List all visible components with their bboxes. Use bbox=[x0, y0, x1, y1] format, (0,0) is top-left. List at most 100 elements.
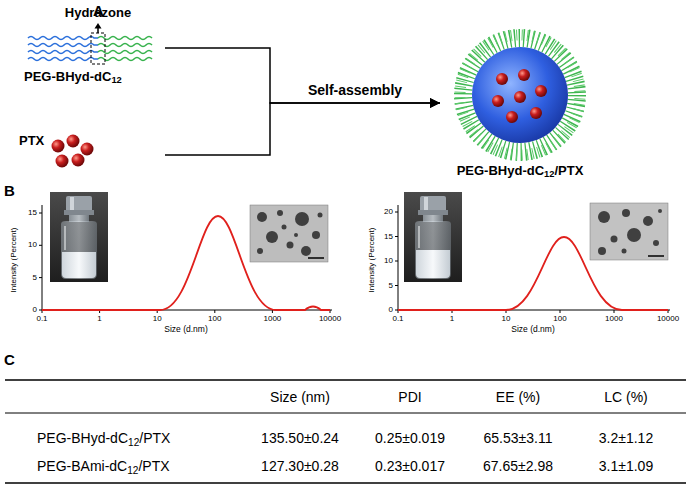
tick bbox=[395, 261, 398, 262]
peg-chain bbox=[28, 44, 98, 47]
micelle-name: PEG-BHyd-dC12/PTX bbox=[457, 164, 584, 178]
tick-label: 1000 bbox=[263, 315, 281, 324]
ptx-dot bbox=[72, 154, 85, 167]
ptx-dot bbox=[514, 91, 526, 103]
text-run: PEG-BHyd-dC bbox=[37, 430, 128, 446]
lipid-chain bbox=[98, 44, 152, 47]
micelle-core bbox=[472, 47, 568, 143]
pointer-arrowhead bbox=[95, 23, 102, 29]
table-header: PDI bbox=[398, 390, 421, 405]
tick bbox=[395, 236, 398, 237]
tick-label: 10 bbox=[28, 241, 37, 250]
lipid-chain bbox=[98, 51, 152, 54]
text-run: /PTX bbox=[138, 458, 169, 474]
tick-label: 10000 bbox=[319, 315, 341, 324]
tick-label: 10 bbox=[384, 257, 393, 266]
text-run: PEG-BHyd-dC bbox=[457, 163, 544, 178]
peg-chain bbox=[28, 51, 98, 54]
tick-label: 0.1 bbox=[392, 315, 403, 324]
ptx-dot bbox=[81, 143, 94, 156]
subscript: 12 bbox=[111, 75, 121, 85]
polymer-name: PEG-BHyd-dC12 bbox=[24, 70, 122, 84]
tick-label: 0 bbox=[33, 306, 37, 315]
text-run: PEG-BAmi-dC bbox=[37, 458, 127, 474]
figure-node: PEG-BHyd-dC12/PTX bbox=[440, 28, 600, 178]
table-cell: 135.50±0.24 bbox=[261, 431, 339, 446]
table-header: LC (%) bbox=[604, 390, 648, 405]
ptx-dot bbox=[530, 107, 542, 119]
polymer-illustration bbox=[28, 23, 152, 64]
text-run: /PTX bbox=[139, 430, 170, 446]
peg-corona bbox=[460, 35, 580, 155]
table-cell: 127.30±0.28 bbox=[261, 459, 339, 474]
table-cell: 3.1±1.09 bbox=[599, 459, 653, 474]
tick bbox=[39, 245, 42, 246]
merge-arrow bbox=[165, 48, 440, 103]
tick bbox=[395, 285, 398, 286]
table-rules bbox=[5, 380, 686, 483]
tick-label: 10000 bbox=[657, 315, 679, 324]
tick-label: 15 bbox=[28, 209, 37, 218]
axis-title: Intensity (Percent) bbox=[10, 228, 19, 293]
figure-node: PTX bbox=[15, 128, 165, 182]
edge-label: Self-assembly bbox=[306, 83, 404, 98]
subscript: 12 bbox=[128, 437, 139, 448]
ptx-dot bbox=[56, 155, 69, 168]
ptx-dot bbox=[492, 95, 504, 107]
ptx-dot bbox=[52, 140, 65, 153]
tick-label: 20 bbox=[384, 208, 393, 217]
vial-photo bbox=[404, 192, 462, 282]
dls-chart bbox=[39, 205, 332, 313]
tick bbox=[395, 212, 398, 213]
ptx-dot bbox=[506, 111, 518, 123]
tick-label: 15 bbox=[384, 232, 393, 241]
ptx-dot bbox=[496, 73, 508, 85]
axis-title: Size (d.nm) bbox=[511, 325, 554, 334]
nanoparticle bbox=[460, 35, 580, 155]
lipid-chain bbox=[98, 37, 152, 40]
tick bbox=[214, 310, 215, 313]
tick-label: 100 bbox=[553, 315, 566, 324]
ptx-dot bbox=[67, 135, 80, 148]
tick-label: 5 bbox=[33, 273, 37, 282]
axis-title: Intensity (Percent) bbox=[368, 228, 377, 293]
panel-letter: A bbox=[93, 3, 104, 20]
axis-title: Size (d.nm) bbox=[164, 325, 207, 334]
tick-label: 5 bbox=[389, 281, 393, 290]
tick-label: 1 bbox=[97, 315, 101, 324]
subscript: 12 bbox=[127, 465, 138, 476]
table-cell: 67.65±2.98 bbox=[483, 459, 553, 474]
text-run: PTX bbox=[19, 133, 44, 148]
tick-label: 1 bbox=[450, 315, 454, 324]
text-run: PEG-BHyd-dC bbox=[24, 69, 111, 84]
table-header: Size (nm) bbox=[270, 390, 330, 405]
panel-letter: C bbox=[4, 352, 15, 369]
tick-label: 0.1 bbox=[36, 315, 47, 324]
ptx-dot bbox=[518, 69, 530, 81]
tick-label: 10 bbox=[502, 315, 511, 324]
tick bbox=[560, 310, 561, 313]
tick-label: 1000 bbox=[605, 315, 623, 324]
tick-label: 0 bbox=[389, 306, 393, 315]
subscript: 12 bbox=[544, 169, 554, 179]
table-cell: 3.2±1.12 bbox=[599, 431, 653, 446]
table-header: EE (%) bbox=[496, 390, 540, 405]
table-row-header: PEG-BHyd-dC12/PTX bbox=[37, 431, 170, 446]
table-cell: 65.53±3.11 bbox=[484, 431, 553, 446]
ptx-dot bbox=[535, 85, 547, 97]
peg-chain bbox=[28, 37, 98, 40]
drug-name: PTX bbox=[19, 134, 44, 148]
table-cell: 0.23±0.017 bbox=[375, 459, 445, 474]
tick bbox=[39, 277, 42, 278]
text-run: /PTX bbox=[554, 163, 583, 178]
tick bbox=[39, 213, 42, 214]
tem-image bbox=[590, 203, 668, 260]
tick-label: 10 bbox=[153, 315, 162, 324]
ptx-molecules bbox=[52, 135, 94, 168]
peg-chain bbox=[28, 58, 98, 61]
figure-node: HydrazonePEG-BHyd-dC12 bbox=[18, 6, 165, 90]
table-row-header: PEG-BAmi-dC12/PTX bbox=[37, 459, 170, 474]
y-axis bbox=[42, 205, 43, 310]
tem-image bbox=[250, 205, 328, 262]
